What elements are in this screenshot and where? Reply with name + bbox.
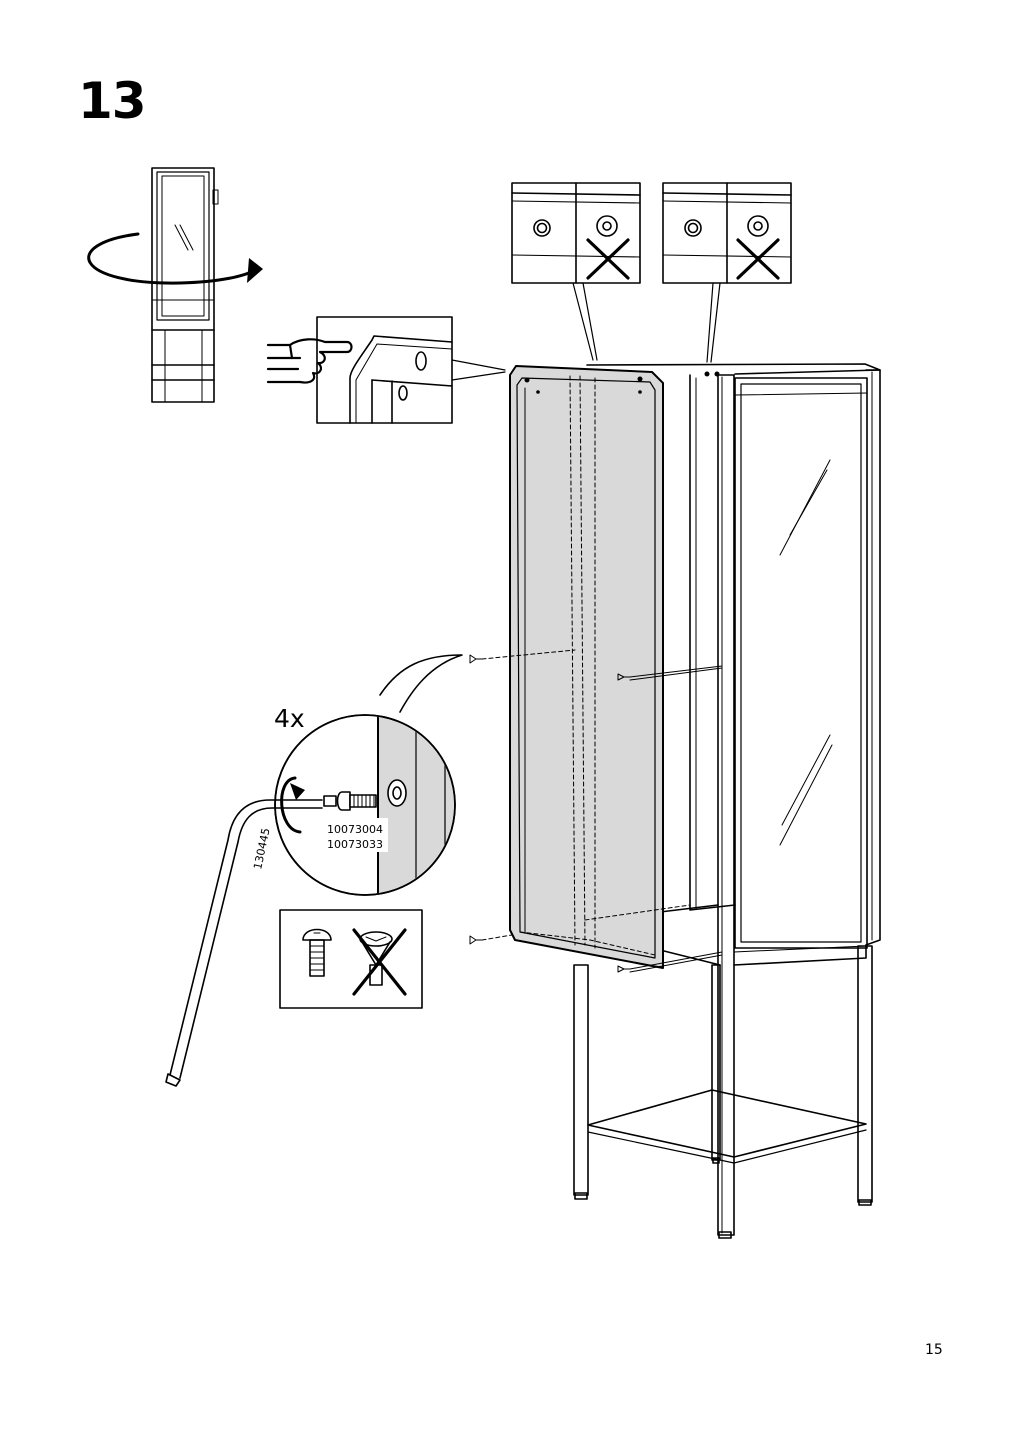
hole-detail-box (316, 316, 506, 424)
back-panel (509, 365, 720, 969)
part-id-2: 10073033 (327, 838, 383, 851)
screw-type-box (279, 909, 423, 1009)
screw-icon (323, 791, 377, 811)
detail-box-left (511, 182, 641, 284)
step-number: 13 (78, 72, 147, 130)
pointing-hand-icon (266, 338, 353, 384)
wrong-x-icon (586, 238, 780, 280)
tool-id-label: 130445 (251, 827, 272, 871)
magnifier-detail (274, 654, 463, 896)
correct-screw-icon (302, 928, 332, 977)
callout-leaders-top (572, 282, 721, 363)
rotate-arrow-icon (87, 232, 263, 285)
part-id-1: 10073004 (327, 823, 383, 836)
main-cabinet (573, 363, 881, 1239)
page-number: 15 (925, 1342, 943, 1358)
hex-key-icon (165, 776, 323, 1087)
screw-positions (469, 649, 723, 973)
wrong-screw-icon (352, 928, 407, 996)
quantity-label: 4x (274, 704, 305, 733)
overview-cabinet (151, 167, 219, 403)
detail-box-right (662, 182, 792, 284)
